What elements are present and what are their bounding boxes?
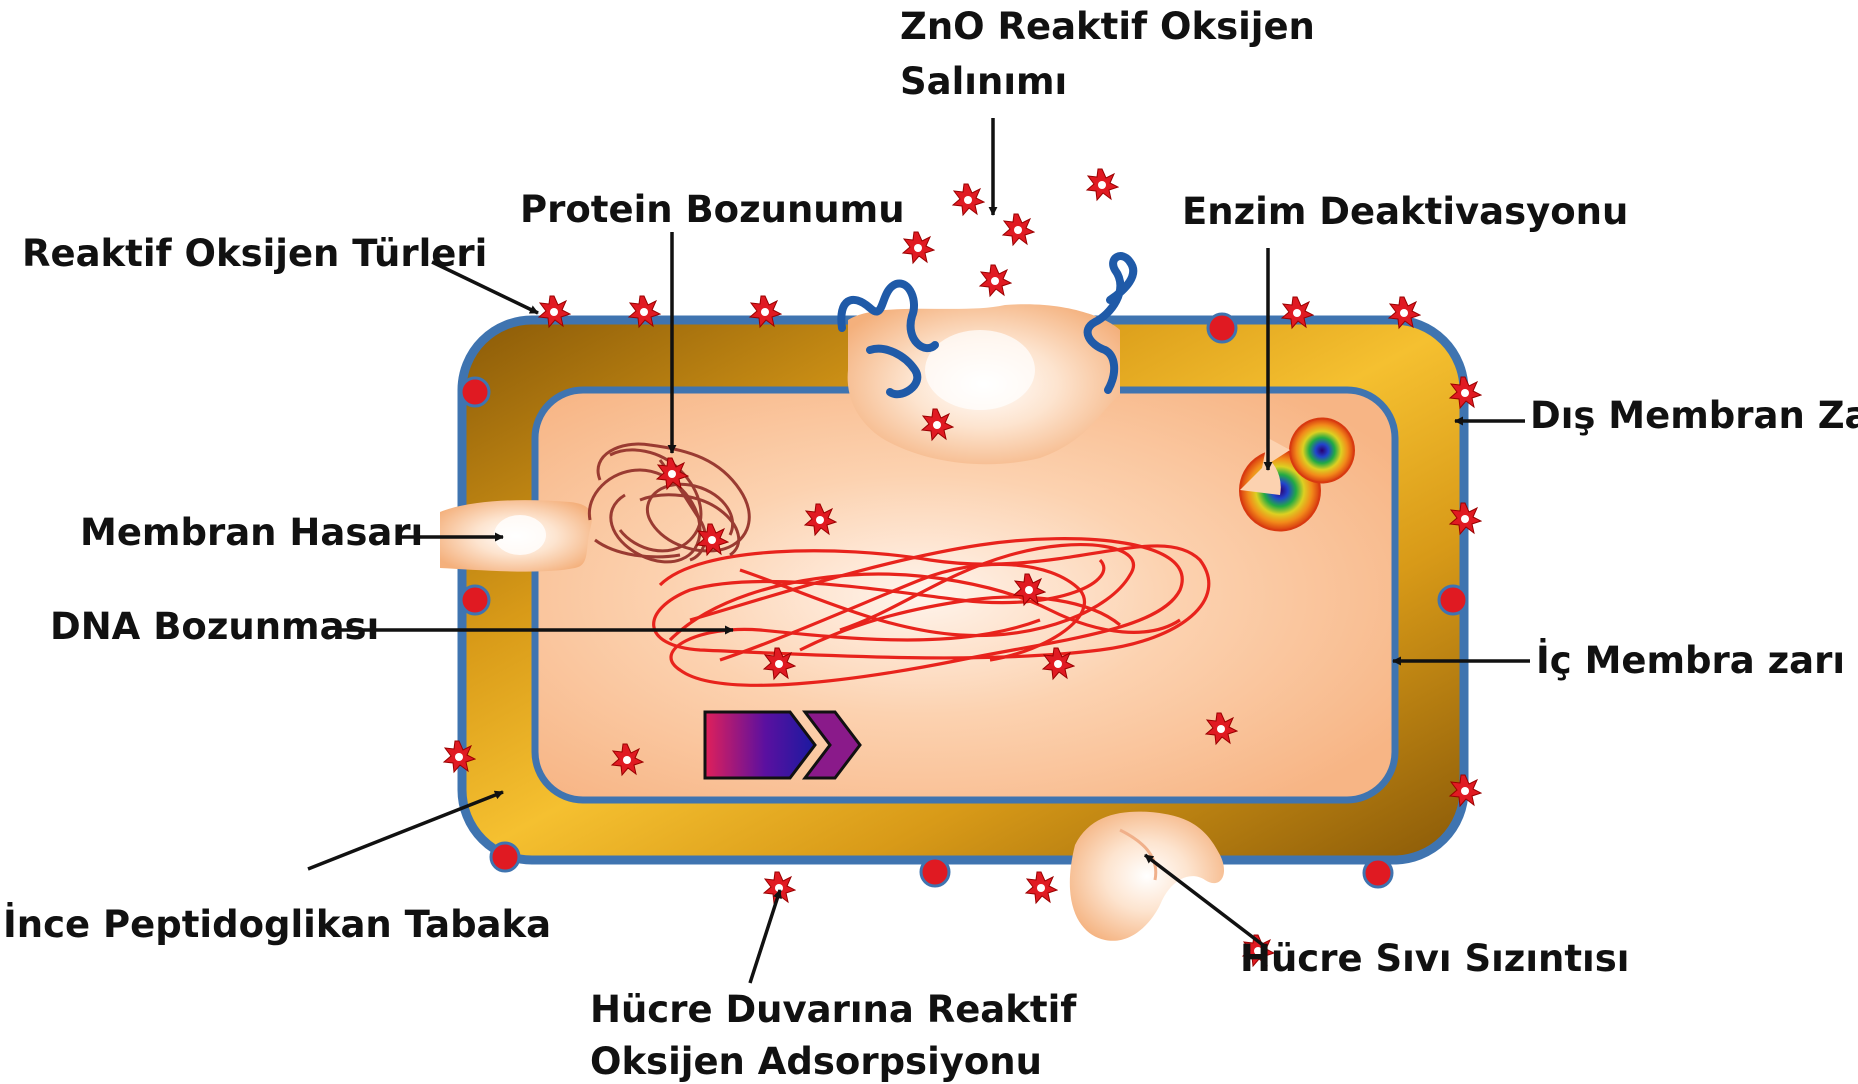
ros-star-icon bbox=[980, 265, 1011, 296]
label-dna: DNA Bozunması bbox=[50, 605, 379, 649]
fluid-leak-blob bbox=[1070, 812, 1224, 941]
label-enzyme: Enzim Deaktivasyonu bbox=[1182, 190, 1628, 234]
arrow-adsorption bbox=[750, 890, 780, 983]
ros-star-icon bbox=[903, 232, 934, 263]
label-zno-release-line2: Salınımı bbox=[900, 60, 1067, 104]
ros-star-icon bbox=[953, 184, 984, 215]
ros-star-icon bbox=[1003, 214, 1034, 245]
label-protein: Protein Bozunumu bbox=[520, 188, 905, 232]
label-membrane-damage: Membran Hasarı bbox=[80, 511, 423, 555]
label-adsorption-line1: Hücre Duvarına Reaktif bbox=[590, 988, 1076, 1032]
plasmid-icon bbox=[705, 712, 860, 778]
label-peptidoglycan: İnce Peptidoglikan Tabaka bbox=[3, 903, 551, 947]
ros-star-icon bbox=[1087, 169, 1118, 200]
label-ros-species: Reaktif Oksijen Türleri bbox=[22, 232, 487, 276]
label-zno-release-line1: ZnO Reaktif Oksijen bbox=[900, 5, 1315, 49]
label-fluid-leak: Hücre Sıvı Sızıntısı bbox=[1240, 937, 1629, 981]
ros-star-icon bbox=[1026, 872, 1057, 903]
ros-star-icon bbox=[764, 872, 795, 903]
label-adsorption-line2: Oksijen Adsorpsiyonu bbox=[590, 1040, 1042, 1084]
label-outer-membrane: Dış Membran Zarı bbox=[1530, 394, 1858, 438]
label-inner-membrane: İç Membra zarı bbox=[1536, 639, 1845, 683]
